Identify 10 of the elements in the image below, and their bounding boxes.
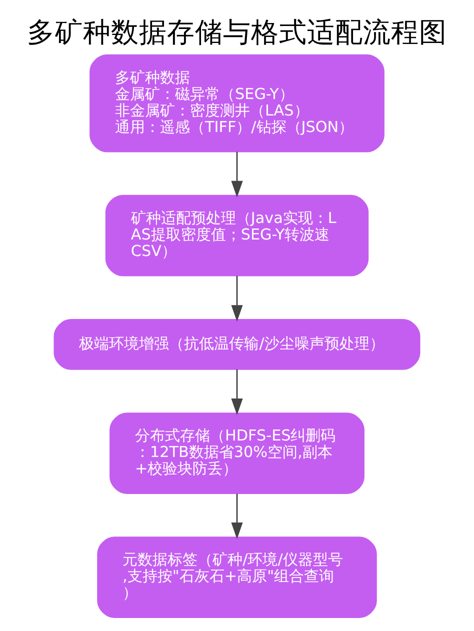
arrow — [231, 494, 243, 540]
node-box: 元数据标签（矿种/环境/仪器型号,支持按"石灰石+高原"组合查询） — [97, 536, 377, 618]
arrow — [231, 276, 243, 322]
arrow — [231, 152, 243, 198]
diagram-title: 多矿种数据存储与格式适配流程图 — [27, 16, 447, 48]
node-box: 极端环境增强（抗低温传输/沙尘噪声预处理） — [54, 318, 420, 370]
arrow — [231, 369, 243, 416]
node-box: 分布式存储（HDFS-ES纠删码：12TB数据省30%空间,副本+校验块防丢） — [110, 412, 364, 494]
node-box: 矿种适配预处理（Java实现：LAS提取密度值；SEG-Y转波速CSV） — [105, 194, 369, 276]
node-box: 多矿种数据 金属矿：磁异常（SEG-Y） 非金属矿：密度测井（LAS） 通用：遥感（TIFF）/钻探（JSON） — [90, 54, 384, 152]
